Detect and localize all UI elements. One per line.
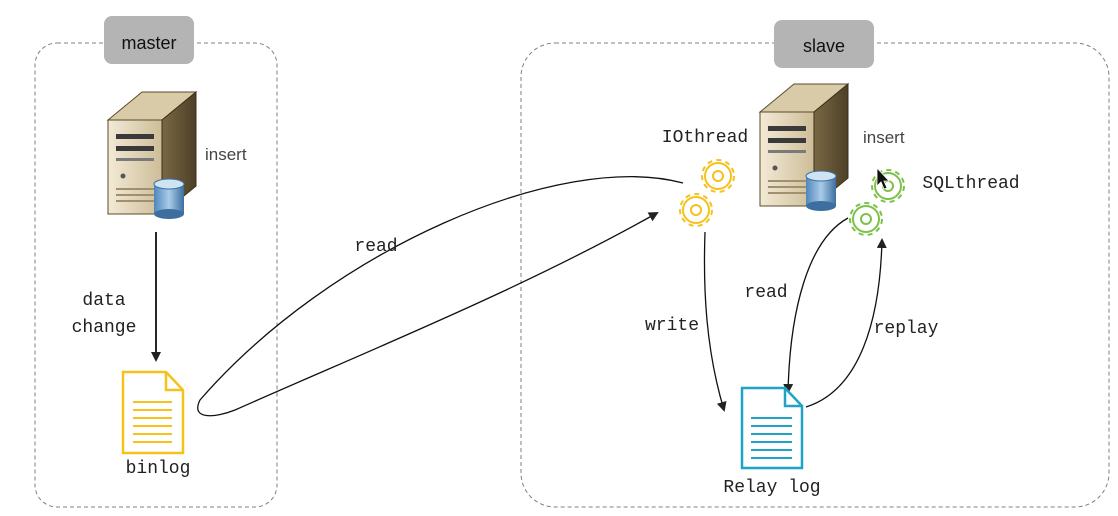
relay-log-label: Relay log — [723, 478, 820, 498]
master-tag-label: master — [121, 33, 176, 53]
write-label: write — [645, 316, 699, 336]
master-server-icon — [107, 91, 197, 220]
read-connection-label: read — [354, 237, 397, 257]
replay-label: replay — [874, 319, 939, 339]
read-loop-arrow — [197, 176, 684, 417]
slave-insert-label: insert — [863, 128, 905, 147]
sql-read-label: read — [744, 283, 787, 303]
write-arrow — [703, 231, 727, 412]
master-tag — [104, 16, 194, 64]
slave-server-icon — [759, 83, 849, 212]
sql-thread-gear-icon — [849, 169, 905, 236]
io-thread-label: IOthread — [662, 128, 748, 148]
data-change-label-line1: data — [82, 291, 125, 311]
binlog-document-icon — [121, 370, 185, 455]
binlog-label: binlog — [126, 459, 191, 479]
mouse-cursor-icon — [876, 166, 890, 190]
replay-arrow — [805, 238, 887, 408]
master-insert-label: insert — [205, 145, 247, 164]
data-change-label-line2: change — [72, 318, 137, 338]
sql-read-arrow — [783, 217, 849, 394]
slave-tag — [774, 20, 874, 68]
relay-log-document-icon — [740, 386, 804, 470]
io-thread-gear-icon — [679, 159, 735, 227]
sql-thread-label: SQLthread — [922, 174, 1019, 194]
slave-tag-label: slave — [803, 36, 845, 56]
